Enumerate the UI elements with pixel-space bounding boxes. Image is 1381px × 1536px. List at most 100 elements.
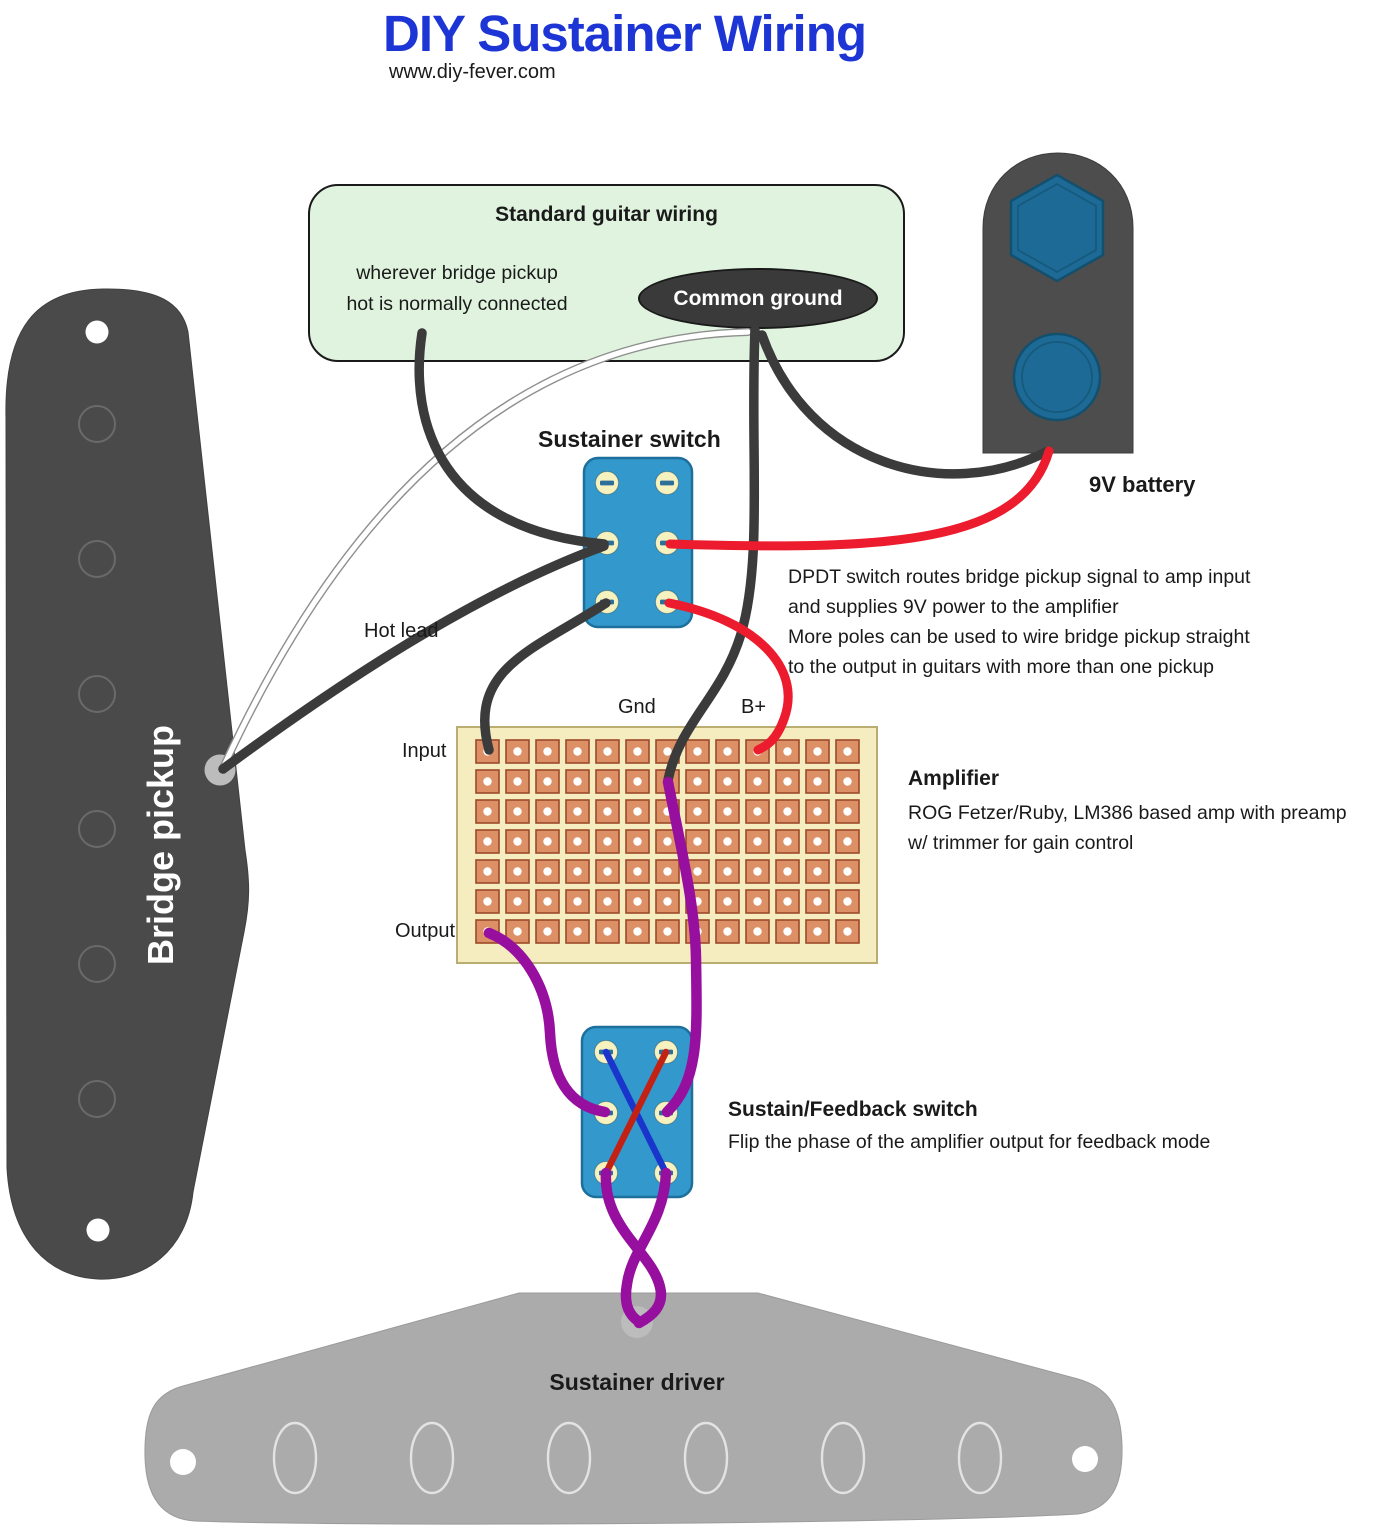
sustainer-driver [144,1292,1123,1525]
pad-hole [693,807,702,816]
pad-hole [513,897,522,906]
pad-hole [513,747,522,756]
pad-hole [603,747,612,756]
pad-hole [573,867,582,876]
pad-hole [753,867,762,876]
page-title: DIY Sustainer Wiring [383,5,867,62]
pad-hole [483,807,492,816]
pad-hole [543,807,552,816]
driver-pole [820,1421,866,1495]
pad-hole [693,777,702,786]
output-pin-label: Output [395,920,456,942]
pad-hole [783,897,792,906]
amplifier-label: Amplifier [908,767,1000,790]
bridge-pickup-body [5,288,250,1280]
pad-hole [813,777,822,786]
wire-feedback-switch-to-driver-left [600,1167,667,1329]
pickup-pole-circles [78,405,116,1118]
wire-feedback-switch-to-driver-right [620,1167,672,1327]
battery-terminal-round [1012,332,1102,422]
gnd-pin-label: Gnd [618,696,656,718]
amplifier-description: ROG Fetzer/Ruby, LM386 based amp with pr… [908,802,1347,854]
pad-hole [633,807,642,816]
pad-hole [753,837,762,846]
pickup-mount-hole-bottom [86,1218,110,1242]
wire-gnd-pad-to-feedback-switch [661,776,702,1118]
driver-pole [546,1421,592,1495]
pad-hole [813,867,822,876]
battery-terminal-hex [1009,173,1105,283]
feedback-switch-label: Sustain/Feedback switch [728,1098,978,1121]
sustainer-switch [582,456,694,629]
pickup-pole [78,810,116,848]
pad-hole [723,807,732,816]
pad-hole [513,837,522,846]
pad-hole [663,867,672,876]
pad-hole [573,837,582,846]
wire-ground-to-gnd-pad [663,325,760,785]
phase-wire-red [602,1048,670,1177]
bridge-pickup [5,288,250,1280]
pad-hole [603,897,612,906]
pad-hole [723,777,732,786]
pad-hole [633,837,642,846]
pad-hole [663,837,672,846]
pad-hole [813,837,822,846]
pad-hole [843,807,852,816]
wire-output-pad-to-feedback-switch [483,927,611,1118]
pad-hole [753,897,762,906]
battery-label: 9V battery [1089,472,1196,497]
pad-hole [813,747,822,756]
pad-hole [543,747,552,756]
pad-hole [603,837,612,846]
pad-hole [843,777,852,786]
pad-hole [753,927,762,936]
driver-mount-hole-left [170,1449,196,1475]
pad-hole [693,837,702,846]
pad-hole [693,867,702,876]
pad-hole [693,747,702,756]
hot-lead-label: Hot lead [364,620,439,642]
sustainer-driver-plate [144,1292,1123,1525]
pickup-ground-wire [220,329,751,771]
pad-hole [723,837,732,846]
sustainer-switch-description: DPDT switch routes bridge pickup signal … [788,566,1251,678]
pad-hole [573,747,582,756]
battery-terminal-round-inner [1021,341,1093,413]
pickup-pole [78,405,116,443]
pad-hole [843,837,852,846]
wire-pickup-hot-lead [218,541,609,774]
bplus-pin-label: B+ [741,696,767,718]
pad-hole [483,777,492,786]
pad-hole [663,927,672,936]
pad-hole [783,807,792,816]
switch-lug-slot [600,480,614,486]
pad-hole [753,777,762,786]
pad-hole [543,867,552,876]
pad-hole [783,777,792,786]
amplifier-perfboard [456,726,878,964]
pad-hole [663,897,672,906]
pad-hole [543,837,552,846]
standard-wiring-box-title: Standard guitar wiring [495,203,718,226]
driver-pole-ellipses [272,1421,1003,1495]
driver-mount-hole-right [1072,1446,1098,1472]
battery-terminal-hex-inner [1017,182,1097,274]
pad-hole [633,747,642,756]
pad-hole [513,927,522,936]
pickup-mount-hole-top [85,320,109,344]
bridge-pickup-label: Bridge pickup [140,724,181,966]
pad-hole [843,927,852,936]
page-subtitle: www.diy-fever.com [389,61,556,83]
wire-switch-to-bplus-pad [664,598,793,755]
pad-hole [483,897,492,906]
pad-hole [633,867,642,876]
pad-hole [723,927,732,936]
pad-hole [723,747,732,756]
pickup-pole [78,675,116,713]
common-ground-label: Common ground [673,286,843,310]
wire-switch-to-input-pad [480,598,611,755]
pad-hole [543,777,552,786]
pad-hole [813,927,822,936]
